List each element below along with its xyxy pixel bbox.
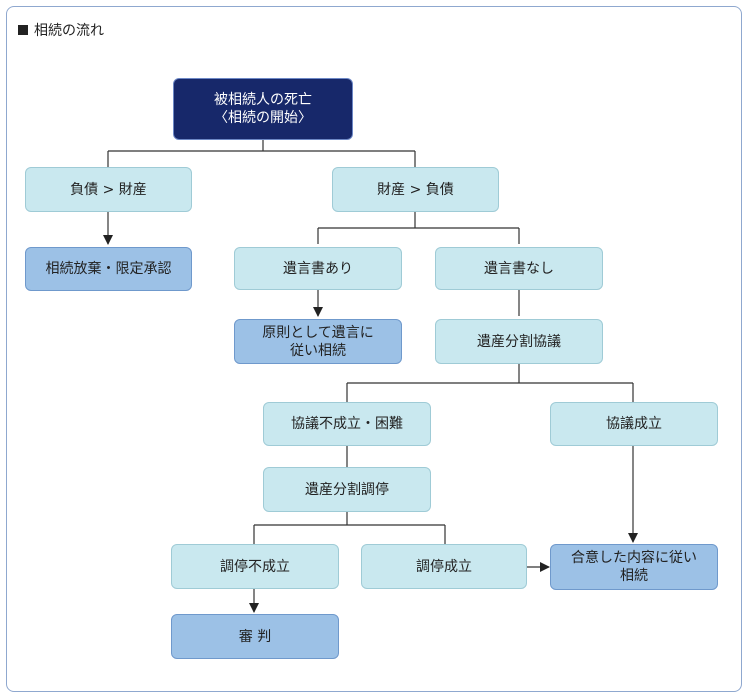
- node-label: 遺言書あり: [283, 260, 353, 277]
- node-label: 協議成立: [606, 416, 662, 432]
- node-label: 財産 > 負債: [377, 181, 454, 198]
- node-label: 遺産分割協議: [477, 333, 561, 350]
- node-renounce-or-limited: 相続放棄・限定承認: [25, 247, 192, 291]
- node-label: 協議不成立・困難: [291, 416, 403, 432]
- node-mediation-failed: 調停不成立: [171, 544, 339, 589]
- node-debt-exceeds-assets: 負債 > 財産: [25, 167, 192, 212]
- heading-text: 相続の流れ: [34, 23, 104, 39]
- node-label: 調停不成立: [220, 558, 290, 575]
- node-label: 負債 > 財産: [70, 181, 147, 198]
- node-court-ruling: 審 判: [171, 614, 339, 659]
- node-label: 相続放棄・限定承認: [45, 261, 172, 277]
- node-mediation-agreed: 調停成立: [361, 544, 527, 589]
- node-no-will: 遺言書なし: [435, 247, 603, 290]
- node-label: 合意した内容に従い 相続: [571, 550, 697, 584]
- node-label: 調停成立: [416, 558, 472, 575]
- connector-asset-split: [317, 212, 520, 244]
- node-label: 審 判: [238, 628, 272, 645]
- node-division-consultation: 遺産分割協議: [435, 319, 603, 364]
- node-inherit-per-agreement: 合意した内容に従い 相続: [550, 544, 718, 590]
- diagram-frame: [6, 6, 742, 692]
- node-consultation-agreed: 協議成立: [550, 402, 718, 446]
- node-consultation-failed: 協議不成立・困難: [263, 402, 431, 446]
- node-label: 原則として遺言に 従い相続: [262, 324, 374, 359]
- node-will-exists: 遺言書あり: [234, 247, 402, 290]
- connector-talk-split: [346, 364, 634, 402]
- square-bullet-icon: [18, 25, 28, 35]
- node-assets-exceed-debt: 財産 > 負債: [332, 167, 499, 212]
- node-label: 遺産分割調停: [305, 481, 389, 498]
- diagram-heading: 相続の流れ: [18, 20, 104, 40]
- connector-death-split: [107, 140, 416, 167]
- node-inheritance-start: 被相続人の死亡 〈相続の開始〉: [173, 78, 353, 140]
- connector-mediation-split: [253, 512, 446, 544]
- node-follow-will: 原則として遺言に 従い相続: [234, 319, 402, 364]
- node-label: 遺言書なし: [484, 260, 554, 277]
- node-division-mediation: 遺産分割調停: [263, 467, 431, 512]
- node-label: 被相続人の死亡 〈相続の開始〉: [214, 92, 312, 126]
